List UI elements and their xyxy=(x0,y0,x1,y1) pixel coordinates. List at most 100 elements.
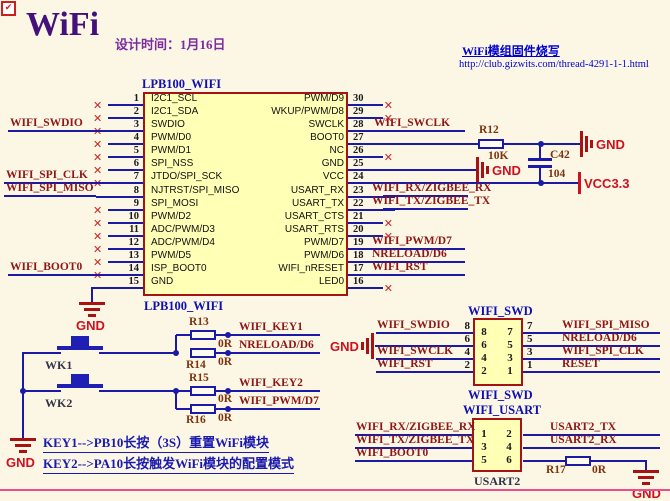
wire xyxy=(383,208,468,210)
pin-name: USART_CTS xyxy=(284,210,344,222)
wire xyxy=(23,352,61,354)
swd-pin-number: 7 xyxy=(527,320,533,332)
ground-symbol xyxy=(79,302,105,318)
firmware-link-title[interactable]: WiFi模组固件烧写 xyxy=(462,44,560,58)
r14-value: 0R xyxy=(218,356,233,368)
wire xyxy=(175,390,177,409)
pin-number: 10 xyxy=(128,210,140,222)
wire xyxy=(91,287,93,302)
button-wk1 xyxy=(71,336,89,346)
wire xyxy=(355,434,472,436)
usart-title-bottom: USART2 xyxy=(474,474,521,488)
r17-ref: R17 xyxy=(546,464,566,476)
resistor-r16 xyxy=(190,404,216,414)
wire xyxy=(92,287,143,289)
wire xyxy=(539,168,541,183)
firmware-link-url[interactable]: http://club.gizwits.com/thread-4291-1-1.… xyxy=(459,59,649,70)
wire xyxy=(216,408,320,410)
wire xyxy=(383,274,465,276)
ground-symbol xyxy=(633,470,659,486)
pin-name: SWDIO xyxy=(151,119,185,131)
swd-inner-pin: 6 xyxy=(481,339,487,351)
pin-number: 3 xyxy=(133,119,139,131)
pin-number: 24 xyxy=(353,171,364,183)
wk1-ref: WK1 xyxy=(45,358,73,372)
pin-number: 12 xyxy=(128,236,140,248)
wire xyxy=(8,274,96,276)
net-label: WIFI_BOOT0 xyxy=(10,261,83,273)
net-label: WIFI_SWCLK xyxy=(377,345,454,357)
pin-row: 25 xyxy=(348,157,395,172)
junction-dot xyxy=(538,180,544,186)
swd-pin-number: 1 xyxy=(527,359,533,371)
r15-ref: R15 xyxy=(189,372,209,384)
ground-symbol xyxy=(361,333,375,359)
wire xyxy=(176,408,190,410)
pin-number: 1 xyxy=(133,93,139,105)
pin-name: ADC/PWM/D4 xyxy=(151,236,215,248)
ic-label-top: LPB100_WIFI xyxy=(142,77,222,91)
net-label: WIFI_SWDIO xyxy=(10,117,83,129)
ic-left-pin-names: I2C1_SCL I2C1_SDA SWDIO PWM/D0 PWM/D1 SP… xyxy=(151,92,301,288)
net-label: WIFI_RST xyxy=(372,261,428,273)
net-label: WIFI_SPI_MISO xyxy=(6,182,94,194)
ic-right-pin-names: PWM/D9 WKUP/PWM/D8 SWCLK BOOT0 NC GND VC… xyxy=(190,92,344,288)
pin-name: ADC/PWM/D3 xyxy=(151,223,215,235)
pin-row: ✕21 xyxy=(348,210,395,230)
wire xyxy=(376,371,473,373)
wire xyxy=(99,352,176,354)
pin-number: 16 xyxy=(353,275,364,287)
no-connect-icon: ✕ xyxy=(93,99,103,113)
junction-dot xyxy=(173,350,179,356)
net-label: WIFI_TX/ZIGBEE_TX xyxy=(356,434,475,446)
swd-inner-pin: 4 xyxy=(481,352,487,364)
button-wk1-bar xyxy=(57,346,103,350)
swd-pin-number: 2 xyxy=(464,359,471,371)
pin-name: ISP_BOOT0 xyxy=(151,262,207,274)
net-label: NRELOAD/D6 xyxy=(372,248,447,260)
wire xyxy=(23,390,61,392)
junction-dot xyxy=(225,388,231,394)
net-label: WIFI_TX/ZIGBEE_TX xyxy=(372,195,491,207)
pin-number: 15 xyxy=(128,275,140,287)
swd-inner-pin: 8 xyxy=(481,326,487,338)
r13-ref: R13 xyxy=(189,316,209,328)
net-label: WIFI_PWM/D7 xyxy=(239,395,319,407)
pin-name: GND xyxy=(321,158,344,170)
net-label: WIFI_PWM/D7 xyxy=(372,235,452,247)
swd-pin-number: 5 xyxy=(527,333,533,345)
wire xyxy=(523,332,660,334)
r13-value: 0R xyxy=(218,338,233,350)
swd-inner-pin: 3 xyxy=(507,352,513,364)
usart-inner-pin: 3 xyxy=(481,441,487,453)
pin-number: 9 xyxy=(133,197,139,209)
pin-number: 4 xyxy=(133,132,139,144)
ground-symbol xyxy=(476,157,490,183)
net-label: WIFI_KEY2 xyxy=(239,377,303,389)
pin-row: ✕7 xyxy=(93,170,143,190)
wire xyxy=(523,345,660,347)
pin-row: ✕5 xyxy=(93,144,143,164)
net-label: NRELOAD/D6 xyxy=(562,332,637,344)
net-label: USART2_TX xyxy=(550,421,617,433)
wire xyxy=(22,352,24,438)
resistor-r15 xyxy=(190,386,216,396)
no-connect-icon: ✕ xyxy=(93,112,103,126)
pin-number: 17 xyxy=(353,262,364,274)
wire xyxy=(376,358,473,360)
pin-number: 2 xyxy=(133,106,139,118)
no-connect-icon: ✕ xyxy=(93,151,103,165)
vcc-power-symbol xyxy=(578,172,581,194)
wire xyxy=(591,460,647,462)
pin-name: PWM/D1 xyxy=(151,145,191,157)
swd-pin-number: 3 xyxy=(527,346,533,358)
no-connect-icon: ✕ xyxy=(383,151,393,165)
r16-value: 0R xyxy=(218,412,233,424)
pin-name: USART_TX xyxy=(291,197,344,209)
wire xyxy=(176,334,190,336)
pin-name: PWM/D0 xyxy=(151,132,191,144)
junction-dot xyxy=(538,141,544,147)
pin-row: ✕3 xyxy=(93,118,143,138)
pin-row: ✕29 xyxy=(348,105,395,125)
